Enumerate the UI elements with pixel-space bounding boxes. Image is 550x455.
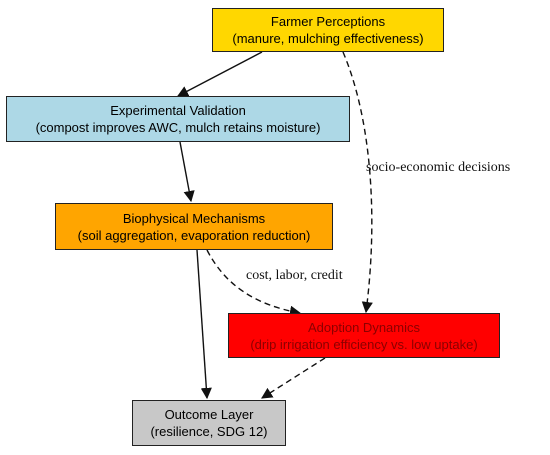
node-outcome-layer-title: Outcome Layer [164, 407, 254, 422]
node-outcome-layer: Outcome Layer (resilience, SDG 12) [132, 400, 286, 446]
node-outcome-layer-subtitle: (resilience, SDG 12) [150, 424, 268, 439]
node-biophysical-mechanisms: Biophysical Mechanisms (soil aggregation… [55, 203, 333, 250]
node-farmer-perceptions: Farmer Perceptions (manure, mulching eff… [212, 8, 444, 52]
edge-mechanisms-to-outcome [196, 249, 212, 400]
node-farmer-perceptions-title: Farmer Perceptions [270, 14, 386, 29]
edge-perceptions-to-adoption [342, 51, 373, 314]
edge-validation-to-mechanisms [179, 141, 195, 203]
node-adoption-dynamics-title: Adoption Dynamics [308, 319, 420, 335]
node-experimental-validation-subtitle: (compost improves AWC, mulch retains moi… [35, 120, 321, 135]
node-experimental-validation-title: Experimental Validation [110, 103, 246, 118]
node-biophysical-mechanisms-subtitle: (soil aggregation, evaporation reduction… [77, 227, 311, 243]
node-experimental-validation: Experimental Validation (compost improve… [6, 96, 350, 142]
edge-label-socio-economic: socio-economic decisions [366, 160, 511, 175]
node-adoption-dynamics-subtitle: (drip irrigation efficiency vs. low upta… [250, 336, 478, 352]
node-biophysical-mechanisms-title: Biophysical Mechanisms [122, 210, 266, 226]
node-adoption-dynamics: Adoption Dynamics (drip irrigation effic… [228, 313, 500, 358]
edge-perceptions-to-validation [177, 51, 263, 97]
node-farmer-perceptions-subtitle: (manure, mulching effectiveness) [232, 31, 424, 46]
edge-adoption-to-outcome [261, 357, 326, 399]
edge-mechanisms-to-adoption [206, 249, 302, 317]
edge-label-cost-labor-credit: cost, labor, credit [246, 268, 343, 283]
